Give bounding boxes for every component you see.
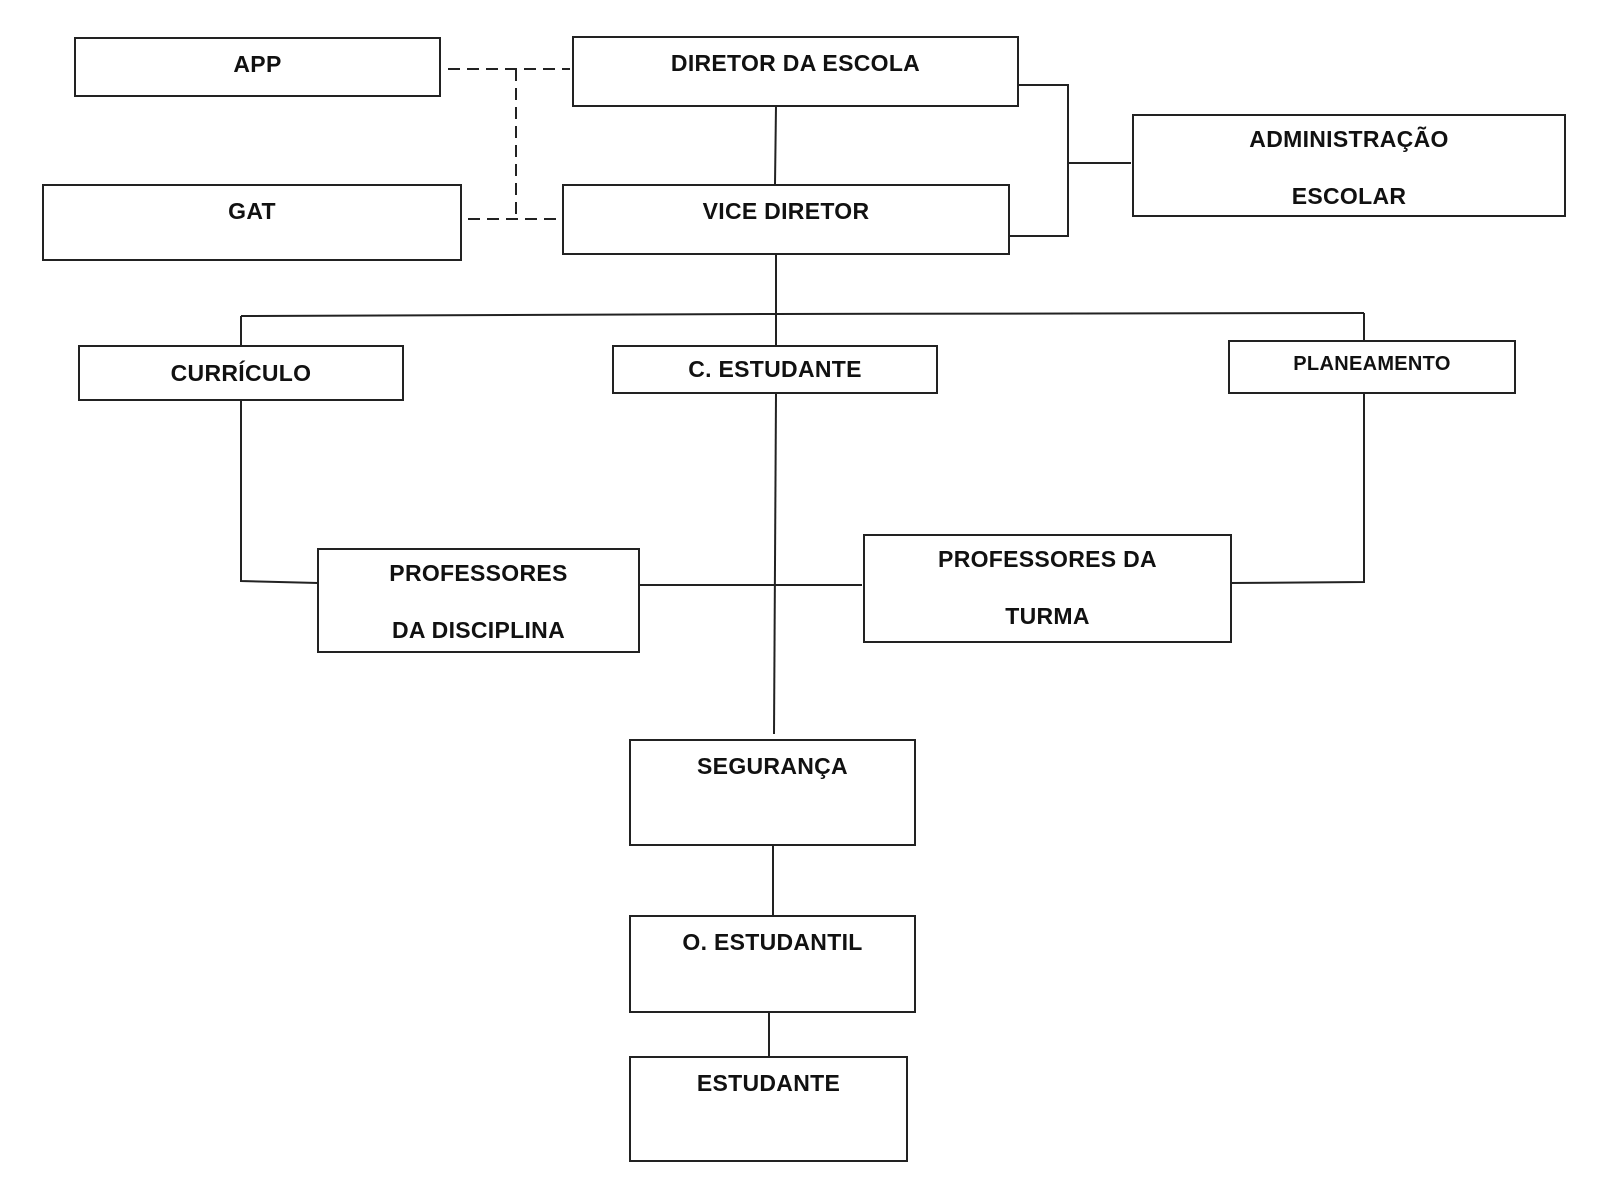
connector-planeamento-prof-turma (1229, 394, 1365, 584)
connector-bus-horizontal (240, 312, 1365, 317)
box-seguranca-label: SEGURANÇA (697, 753, 848, 779)
box-professores-da-disciplina: PROFESSORES DA DISCIPLINA (317, 548, 640, 653)
connector-administracao-bracket (1008, 84, 1069, 237)
box-gat-label: GAT (228, 198, 276, 224)
box-vice-diretor-label: VICE DIRETOR (702, 198, 870, 224)
connector-diretor-vice (774, 105, 777, 185)
box-c-estudante: C. ESTUDANTE (612, 345, 938, 394)
connector-c-estudante-seguranca (773, 393, 777, 735)
box-app-label: APP (233, 51, 282, 77)
box-planeamento-label: PLANEAMENTO (1293, 353, 1451, 375)
box-seguranca: SEGURANÇA (629, 739, 916, 846)
box-curriculo-label: CURRÍCULO (170, 359, 312, 386)
box-prof-disciplina-line2: DA DISCIPLINA (392, 617, 565, 643)
box-planeamento: PLANEAMENTO (1228, 340, 1516, 394)
box-diretor-da-escola: DIRETOR DA ESCOLA (572, 36, 1019, 107)
box-c-estudante-label: C. ESTUDANTE (688, 356, 862, 382)
box-administracao-line2: ESCOLAR (1291, 183, 1407, 209)
box-gat: GAT (42, 184, 462, 261)
box-diretor-label: DIRETOR DA ESCOLA (670, 50, 921, 76)
box-estudante-label: ESTUDANTE (696, 1070, 841, 1096)
box-curriculo: CURRÍCULO (78, 345, 404, 401)
connector-curriculo-prof-disciplina (240, 401, 319, 584)
box-vice-diretor: VICE DIRETOR (562, 184, 1010, 255)
box-app: APP (74, 37, 441, 97)
box-administracao-line1: ADMINISTRAÇÃO (1249, 126, 1449, 152)
box-o-estudantil: O. ESTUDANTIL (629, 915, 916, 1013)
box-estudante: ESTUDANTE (629, 1056, 908, 1162)
box-o-estudantil-label: O. ESTUDANTIL (682, 929, 863, 955)
box-prof-disciplina-line1: PROFESSORES (389, 560, 568, 586)
box-professores-da-turma: PROFESSORES DA TURMA (863, 534, 1232, 643)
box-administracao-escolar: ADMINISTRAÇÃO ESCOLAR (1132, 114, 1566, 217)
box-prof-turma-line2: TURMA (1005, 603, 1090, 629)
box-prof-turma-line1: PROFESSORES DA (938, 546, 1157, 572)
